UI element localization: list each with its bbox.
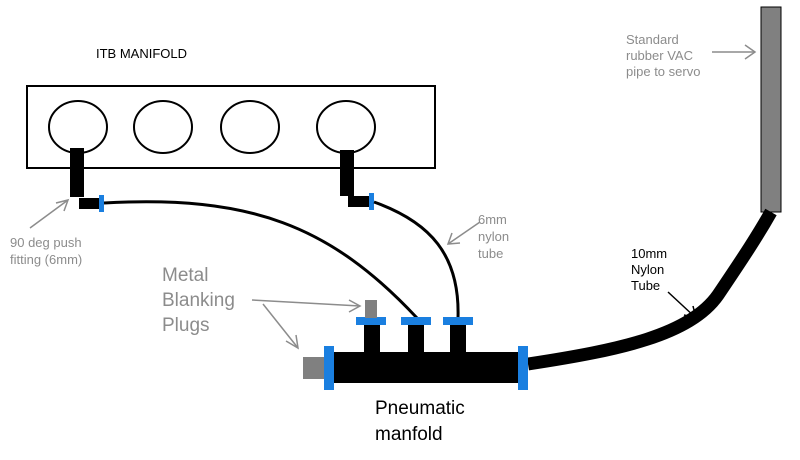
label-pneumatic-line2: manfold [375, 424, 443, 445]
label-nylon-6mm-line3: tube [478, 246, 503, 261]
manifold-left-collar [324, 346, 334, 390]
label-blanking-plugs-line1: Metal [162, 265, 208, 286]
annotation-arrows [29, 44, 757, 350]
label-blanking-plugs-line2: Blanking [162, 290, 235, 311]
label-pneumatic-line1: Pneumatic [375, 398, 465, 419]
left-vacuum-takeoff [70, 148, 104, 212]
right-push-fitting [348, 196, 370, 207]
manifold-port-1-collar [356, 317, 386, 325]
label-push-fitting-line2: fitting (6mm) [10, 252, 82, 267]
label-rubber-vac-line2: rubber VAC [626, 48, 693, 63]
label-nylon-10mm-line3: Tube [631, 278, 660, 293]
nylon-tube-right [373, 200, 460, 319]
manifold-end-plug [303, 357, 326, 379]
left-push-fitting [79, 198, 101, 209]
label-nylon-10mm-line1: 10mm [631, 246, 667, 261]
manifold-port-2-collar [401, 317, 431, 325]
manifold-port-1 [364, 324, 380, 352]
manifold-port-3-collar [443, 317, 473, 325]
label-nylon-10mm-line2: Nylon [631, 262, 664, 277]
label-nylon-6mm-line1: 6mm [478, 212, 507, 227]
nylon-tube-left [103, 200, 419, 320]
label-blanking-plugs-line3: Plugs [162, 315, 210, 336]
right-push-fitting-collar [369, 193, 374, 210]
arrow-plug-top [251, 299, 362, 313]
throttle-body-3 [220, 100, 280, 154]
label-push-fitting-line1: 90 deg push [10, 235, 82, 250]
pneumatic-manifold [303, 300, 528, 390]
label-rubber-vac-line1: Standard [626, 32, 679, 47]
label-nylon-6mm-line2: nylon [478, 229, 509, 244]
blanking-plug-top [365, 300, 377, 318]
right-vacuum-takeoff [340, 150, 374, 210]
throttle-body-1 [48, 100, 108, 154]
itb-manifold [26, 85, 436, 169]
manifold-right-collar [518, 346, 528, 390]
right-stub [340, 150, 354, 196]
nylon-tube-10mm [527, 208, 777, 371]
left-stub [70, 148, 84, 197]
arrow-push-fitting [29, 198, 70, 229]
manifold-body [330, 352, 524, 383]
arrow-plug-end [262, 303, 299, 350]
throttle-body-2 [133, 100, 193, 154]
arrow-rubber-vac [712, 44, 757, 60]
manifold-port-3 [450, 324, 466, 352]
manifold-port-2 [408, 324, 424, 352]
label-rubber-vac-line3: pipe to servo [626, 64, 700, 79]
left-push-fitting-collar [99, 195, 104, 212]
throttle-body-4 [316, 100, 376, 154]
label-itb-manifold: ITB MANIFOLD [96, 46, 187, 61]
arrow-nylon-10mm [667, 291, 698, 320]
rubber-vac-pipe [760, 6, 782, 213]
arrow-nylon-6mm [446, 221, 481, 245]
